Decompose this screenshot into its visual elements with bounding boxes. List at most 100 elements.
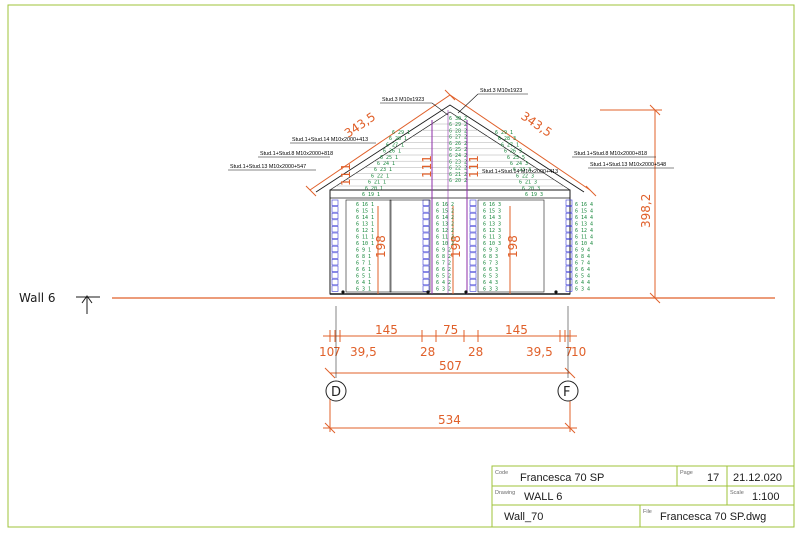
log-label: 6 14 2	[436, 215, 454, 221]
log-end	[422, 199, 430, 206]
log-label: 6 12 3	[483, 228, 501, 234]
log-label: 6 7 3	[483, 261, 498, 267]
log-end	[331, 278, 339, 286]
log-label: 6 15 3	[483, 209, 501, 215]
gable-log-label: 6 26 2	[449, 141, 467, 147]
gable-log-label: 6 26 3	[504, 149, 522, 155]
code-value: Francesca 70 SP	[520, 472, 604, 484]
log-label: 6 14 1	[356, 215, 374, 221]
file-value: Francesca 70 SP.dwg	[660, 511, 766, 523]
gable-111-c: 111	[467, 155, 481, 178]
log-label: 6 7 4	[575, 261, 590, 267]
gable-log-label: 6 20 3	[522, 186, 540, 192]
log-label: 6 3 4	[575, 287, 590, 293]
stud-top-right: Stud.3 M10x1923	[480, 88, 522, 94]
dim-7-left: 7	[333, 345, 341, 359]
gable-log-label: 6 28 2	[449, 128, 467, 134]
log-end	[565, 219, 573, 226]
log-label: 6 4 2	[436, 280, 451, 286]
gable-log-label: 6 29 2	[449, 122, 467, 128]
log-label: 6 12 1	[356, 228, 374, 234]
log-end	[469, 199, 477, 206]
log-end	[422, 206, 430, 213]
log-label: 6 13 4	[575, 222, 593, 228]
section-arrow-icon	[76, 295, 100, 314]
base-markers	[341, 290, 558, 294]
log-end	[565, 272, 573, 279]
log-end	[331, 219, 339, 226]
log-label: 6 5 1	[356, 274, 371, 280]
layout-value: Wall_70	[504, 511, 543, 523]
scale-label: Scale	[730, 490, 744, 496]
gable-log-label: 6 21 2	[449, 172, 467, 178]
log-end	[331, 272, 339, 279]
log-end	[331, 239, 339, 246]
gable-log-label: 6 24 1	[377, 161, 395, 167]
log-label: 6 3 2	[436, 287, 451, 293]
gable-log-label: 6 27 1	[386, 142, 404, 148]
log-end	[422, 272, 430, 279]
log-end	[422, 252, 430, 259]
wall-elevation: 6 29 16 28 16 27 16 26 16 25 16 24 16 23…	[305, 89, 597, 295]
gable-log-label: 6 23 2	[449, 159, 467, 165]
height-198-c: 198	[506, 235, 520, 258]
log-end	[469, 206, 477, 213]
gable-111-a: 111	[339, 163, 353, 186]
gable-log-label: 6 22 3	[516, 173, 534, 179]
svg-text:D: D	[331, 385, 341, 400]
log-end	[565, 259, 573, 266]
roof-length-right: 343,5	[518, 109, 554, 140]
log-label: 6 11 2	[436, 235, 454, 241]
roof-length-left: 343,5	[342, 110, 378, 141]
log-end	[422, 239, 430, 246]
log-label: 6 5 3	[483, 274, 498, 280]
dim-39-5-right: 39,5	[526, 345, 553, 359]
log-end	[469, 232, 477, 239]
log-end	[331, 259, 339, 266]
gable-111-b: 111	[420, 155, 434, 178]
gable-log-label: 6 28 1	[389, 136, 407, 142]
log-end	[565, 206, 573, 213]
log-label: 6 15 2	[436, 209, 454, 215]
log-end	[422, 285, 430, 292]
log-end	[422, 226, 430, 233]
log-label: 6 10 1	[356, 241, 374, 247]
log-label: 6 13 2	[436, 222, 454, 228]
log-end	[565, 285, 573, 292]
svg-text:F: F	[563, 385, 570, 400]
date-value: 21.12.020	[733, 472, 782, 484]
gable-log-label: 6 21 1	[368, 180, 386, 186]
log-label: 6 9 2	[436, 248, 451, 254]
drawing-value: WALL 6	[524, 491, 562, 503]
log-label: 6 5 2	[436, 274, 451, 280]
log-end	[422, 265, 430, 272]
gable-log-label: 6 25 5	[507, 155, 525, 161]
gable-log-label: 6 29 1	[495, 130, 513, 136]
dim-28-left: 28	[420, 345, 435, 359]
gable-log-label: 6 19 1	[362, 192, 380, 198]
stud-right-1: Stud.1+Stud.8 M10x2000+818	[574, 151, 647, 157]
gable-log-label: 6 27 1	[501, 142, 519, 148]
stud-top-left: Stud.3 M10x1923	[382, 97, 424, 103]
log-end	[331, 206, 339, 213]
dim-534: 534	[438, 413, 461, 427]
stud-left-3: Stud.1+Stud.13 M10x2000+547	[230, 164, 306, 170]
log-label: 6 6 1	[356, 267, 371, 273]
log-label: 6 4 1	[356, 280, 371, 286]
gable-log-label: 6 25 2	[449, 147, 467, 153]
total-height-dim: 398,2	[600, 104, 662, 304]
gable-log-label: 6 28 3	[498, 136, 516, 142]
gable-log-label: 6 24 2	[449, 153, 467, 159]
axis-bubble-right: F	[557, 380, 579, 402]
log-end	[565, 199, 573, 206]
horizontal-dimensions: 145 75 145 10 7 39,5 28 28 39,5 7 10 507…	[319, 306, 586, 434]
log-label: 6 13 3	[483, 222, 501, 228]
height-198-b: 198	[449, 235, 463, 258]
gable-log-label: 6 22 2	[449, 166, 467, 172]
log-label: 6 8 2	[436, 254, 451, 260]
total-height-value: 398,2	[639, 194, 653, 228]
log-label: 6 4 4	[575, 280, 590, 286]
gable-log-label: 6 21 3	[519, 180, 537, 186]
log-label: 6 5 4	[575, 274, 590, 280]
